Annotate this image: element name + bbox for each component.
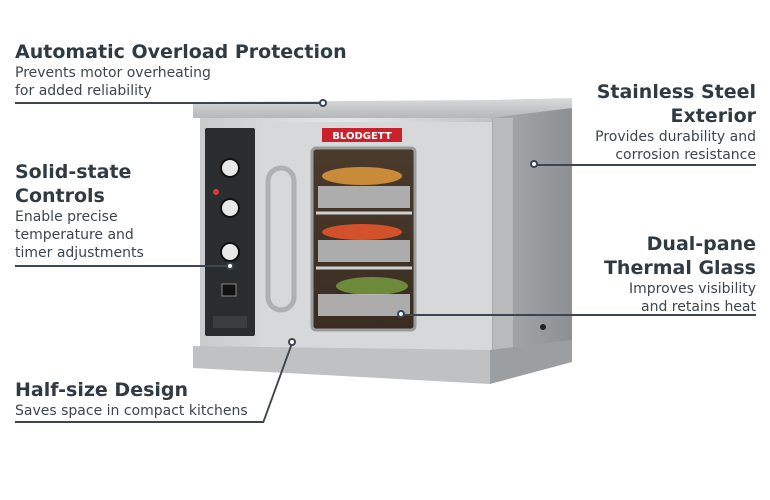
callout-glass: Dual-pane Thermal Glass Improves visibil… [604, 232, 756, 316]
callout-overload-desc-1: Prevents motor overheating [15, 65, 211, 81]
callout-halfsize-title: Half-size Design [15, 379, 189, 401]
knob-icon [220, 242, 240, 262]
brand-plate [322, 128, 402, 142]
controls-connector [15, 265, 230, 267]
callout-controls: Solid-state Controls Enable precise temp… [15, 160, 144, 262]
callout-controls-desc-2: temperature and [15, 227, 134, 243]
door-handle [265, 165, 297, 313]
oven-base [193, 346, 490, 384]
callout-controls-desc-3: timer adjustments [15, 245, 144, 261]
halfsize-marker [288, 338, 296, 346]
callout-exterior-title-1: Stainless Steel [596, 81, 756, 103]
callout-controls-title-1: Solid-state [15, 161, 132, 183]
exterior-marker [530, 160, 538, 168]
glass-marker [397, 310, 405, 318]
callout-exterior-title-2: Exterior [670, 105, 756, 127]
callout-exterior: Stainless Steel Exterior Provides durabi… [595, 80, 756, 164]
callout-exterior-desc-2: corrosion resistance [615, 147, 756, 163]
halfsize-connector-horizontal [15, 421, 263, 423]
knob-icon [220, 198, 240, 218]
knob-icon [220, 158, 240, 178]
callout-controls-desc-1: Enable precise [15, 209, 118, 225]
brand-label: BLODGETT [332, 131, 392, 142]
glass-connector [402, 314, 756, 316]
exterior-connector [535, 164, 756, 166]
callout-controls-title-2: Controls [15, 185, 105, 207]
callout-halfsize: Half-size Design Saves space in compact … [15, 378, 248, 420]
callout-glass-desc-2: and retains heat [641, 299, 756, 315]
callout-exterior-desc-1: Provides durability and [595, 129, 756, 145]
callout-overload: Automatic Overload Protection Prevents m… [15, 40, 347, 100]
callout-glass-title-1: Dual-pane [646, 233, 756, 255]
callout-overload-title: Automatic Overload Protection [15, 41, 347, 63]
callout-glass-desc-1: Improves visibility [629, 281, 756, 297]
controls-marker [226, 262, 234, 270]
overload-marker [319, 99, 327, 107]
callout-halfsize-desc: Saves space in compact kitchens [15, 403, 248, 419]
control-panel [205, 128, 255, 336]
callout-glass-title-2: Thermal Glass [603, 257, 756, 279]
callout-overload-desc-2: for added reliability [15, 83, 152, 99]
overload-connector [15, 102, 323, 104]
